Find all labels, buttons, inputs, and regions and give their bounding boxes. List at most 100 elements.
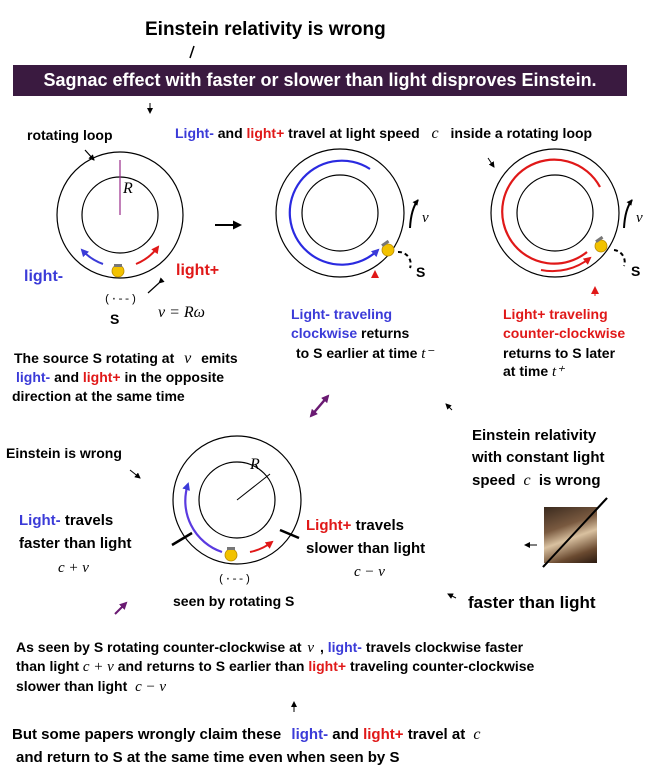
relativity-text: speed (472, 472, 516, 489)
velocity-arrow (623, 199, 633, 229)
seen-by-label: seen by rotating S (173, 593, 295, 609)
counter-clockwise-return-arrow (540, 256, 592, 273)
source-description-line2: light- and light+ in the opposite (16, 369, 225, 385)
relativity-line1: Einstein relativity (472, 427, 597, 444)
panel3-line2: counter-clockwise (503, 325, 626, 341)
desc-light-minus: light- (16, 369, 51, 385)
light-minus-arrow (182, 482, 223, 554)
light-plus-label: light+ (176, 262, 220, 279)
desc-v: v (184, 350, 192, 367)
relativity-text: is wrong (538, 472, 601, 489)
final-line1: But some papers wrongly claim these ligh… (12, 726, 481, 744)
panel2-line1: Light- traveling (291, 306, 393, 322)
para-text: slower than light (16, 678, 128, 694)
label-pointer (171, 531, 193, 547)
para-text: traveling counter-clockwise (349, 658, 535, 674)
desc-text: and (54, 369, 79, 385)
source-label: S (110, 311, 120, 327)
caption-pointer-arrow (487, 157, 495, 168)
top-caption: Light- and light+ travel at light speed … (175, 125, 592, 143)
caption-light-plus: light+ (246, 125, 285, 141)
final-text: and (332, 726, 359, 743)
panel2-line2: clockwise returns (291, 325, 410, 341)
para-v: v (307, 640, 315, 656)
panel2-line3: to S earlier at time t⁻ (296, 345, 434, 363)
source-s-label: S (416, 264, 426, 280)
para-text: than light (16, 658, 79, 674)
t-plus: t⁺ (552, 364, 565, 380)
page-title: Einstein relativity is wrong (145, 19, 386, 40)
clockwise-path (288, 159, 380, 266)
desc-text: in the opposite (124, 369, 225, 385)
radius-label: R (123, 180, 133, 197)
para-text: and returns to S earlier than (117, 658, 305, 674)
bottom-paragraph-line3: slower than light c − v (16, 678, 167, 696)
caption-text: travel at light speed (288, 125, 420, 141)
source-bulb-icon (224, 547, 238, 562)
panel2-text: returns (361, 325, 410, 341)
right-label-line1: Light+ travels (306, 517, 404, 535)
pointer-arrow (129, 469, 141, 479)
final-light-plus: light+ (363, 726, 404, 743)
pointer-arrow (447, 593, 457, 599)
final-light-minus: light- (291, 726, 329, 743)
final-c: c (473, 726, 481, 743)
rotation-glyph: (·--) (218, 574, 251, 586)
para-c-plus-v: c + v (82, 659, 114, 675)
source-bulb-icon (111, 264, 125, 278)
light-plus-arrow (249, 540, 274, 553)
left-light-minus: Light- (19, 512, 61, 529)
bottom-paragraph-line1: As seen by S rotating counter-clockwise … (16, 639, 524, 657)
desc-light-plus: light+ (82, 369, 121, 385)
source-description-line3: direction at the same time (12, 388, 185, 404)
para-text: travels clockwise faster (365, 639, 524, 655)
double-arrow (309, 394, 330, 418)
relativity-line3: speed c is wrong (472, 472, 600, 490)
ring-panel-2 (275, 148, 495, 278)
rotation-glyph: (·--) (104, 294, 137, 306)
panel3-line1: Light+ traveling (503, 306, 608, 322)
panel3-line3: returns to S later (503, 345, 616, 361)
caption-light-minus: Light- (175, 125, 214, 141)
title-tick (189, 45, 195, 59)
c-minus-v: c − v (354, 564, 385, 580)
left-text: travels (64, 512, 114, 529)
desc-text: emits (201, 350, 238, 366)
para-light-plus: light+ (308, 658, 347, 674)
caption-text: inside a rotating loop (450, 125, 593, 141)
ring-panel-3 (490, 148, 633, 296)
up-right-arrow (114, 601, 128, 615)
panel3-text: at time (503, 363, 549, 379)
radius-label: R (250, 456, 260, 473)
light-plus-arrow (135, 245, 160, 265)
para-light-minus: light- (327, 639, 362, 655)
final-line2: and return to S at the same time even wh… (16, 749, 400, 766)
caption-text: and (217, 125, 243, 141)
right-label-line2: slower than light (306, 540, 426, 557)
source-bulb-icon (381, 239, 395, 257)
para-text: , (319, 639, 324, 655)
panel2-text: to S earlier at time (296, 345, 418, 361)
relativity-c: c (523, 472, 531, 489)
final-text: travel at (407, 726, 466, 743)
omega-pointer-arrow (147, 277, 165, 294)
einstein-portrait (544, 507, 597, 563)
ring-panel-4: (·--) (171, 435, 302, 586)
ring-panel-1: (·--) (56, 149, 184, 306)
right-text: travels (355, 517, 404, 534)
omega-formula: v = Rω (158, 304, 205, 321)
light-minus-arrow (80, 248, 104, 265)
banner: Sagnac effect with faster or slower than… (13, 65, 627, 96)
para-c-minus-v: c − v (135, 679, 167, 695)
rotating-loop-label: rotating loop (27, 127, 113, 143)
caption-c: c (431, 125, 439, 142)
source-s-label: S (631, 263, 641, 279)
left-label-line1: Light- travels (19, 512, 114, 530)
right-light-plus: Light+ (306, 517, 352, 534)
c-plus-v: c + v (58, 560, 89, 576)
einstein-wrong-label: Einstein is wrong (6, 445, 122, 461)
t-minus: t⁻ (421, 346, 434, 362)
velocity-v-label: v (422, 210, 429, 226)
